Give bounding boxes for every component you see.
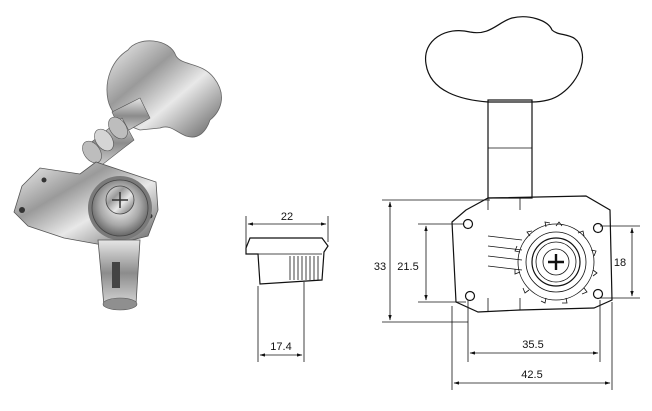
front-plate	[451, 195, 613, 313]
dim-height-inner-label: 21.5	[397, 261, 418, 273]
dim-width-inner-label: 35.5	[522, 339, 543, 351]
dim-height-outer-label: 33	[374, 261, 386, 273]
dim-top-label: 22	[281, 211, 293, 223]
dim-bottom-label: 17.4	[270, 341, 291, 353]
screw-hole-top-left	[462, 218, 474, 230]
tuner-gear	[88, 176, 152, 240]
front-gear	[514, 221, 598, 304]
front-worm-lines	[487, 235, 523, 271]
side-body-ribs	[289, 256, 319, 280]
dim-width-outer-label: 42.5	[521, 369, 542, 381]
tuning-machine-photo	[13, 40, 222, 311]
front-button-outline	[425, 16, 584, 103]
side-view: 22 17.4	[245, 211, 329, 362]
front-view: 33 21.5 18 35.5 42.5	[374, 16, 640, 390]
front-shaft	[487, 99, 533, 199]
screw-hole-top-right	[592, 222, 604, 234]
dim-gear-label: 18	[614, 257, 626, 269]
screw-hole-bottom-left	[464, 290, 476, 302]
screw-hole-bottom-right	[592, 288, 604, 300]
